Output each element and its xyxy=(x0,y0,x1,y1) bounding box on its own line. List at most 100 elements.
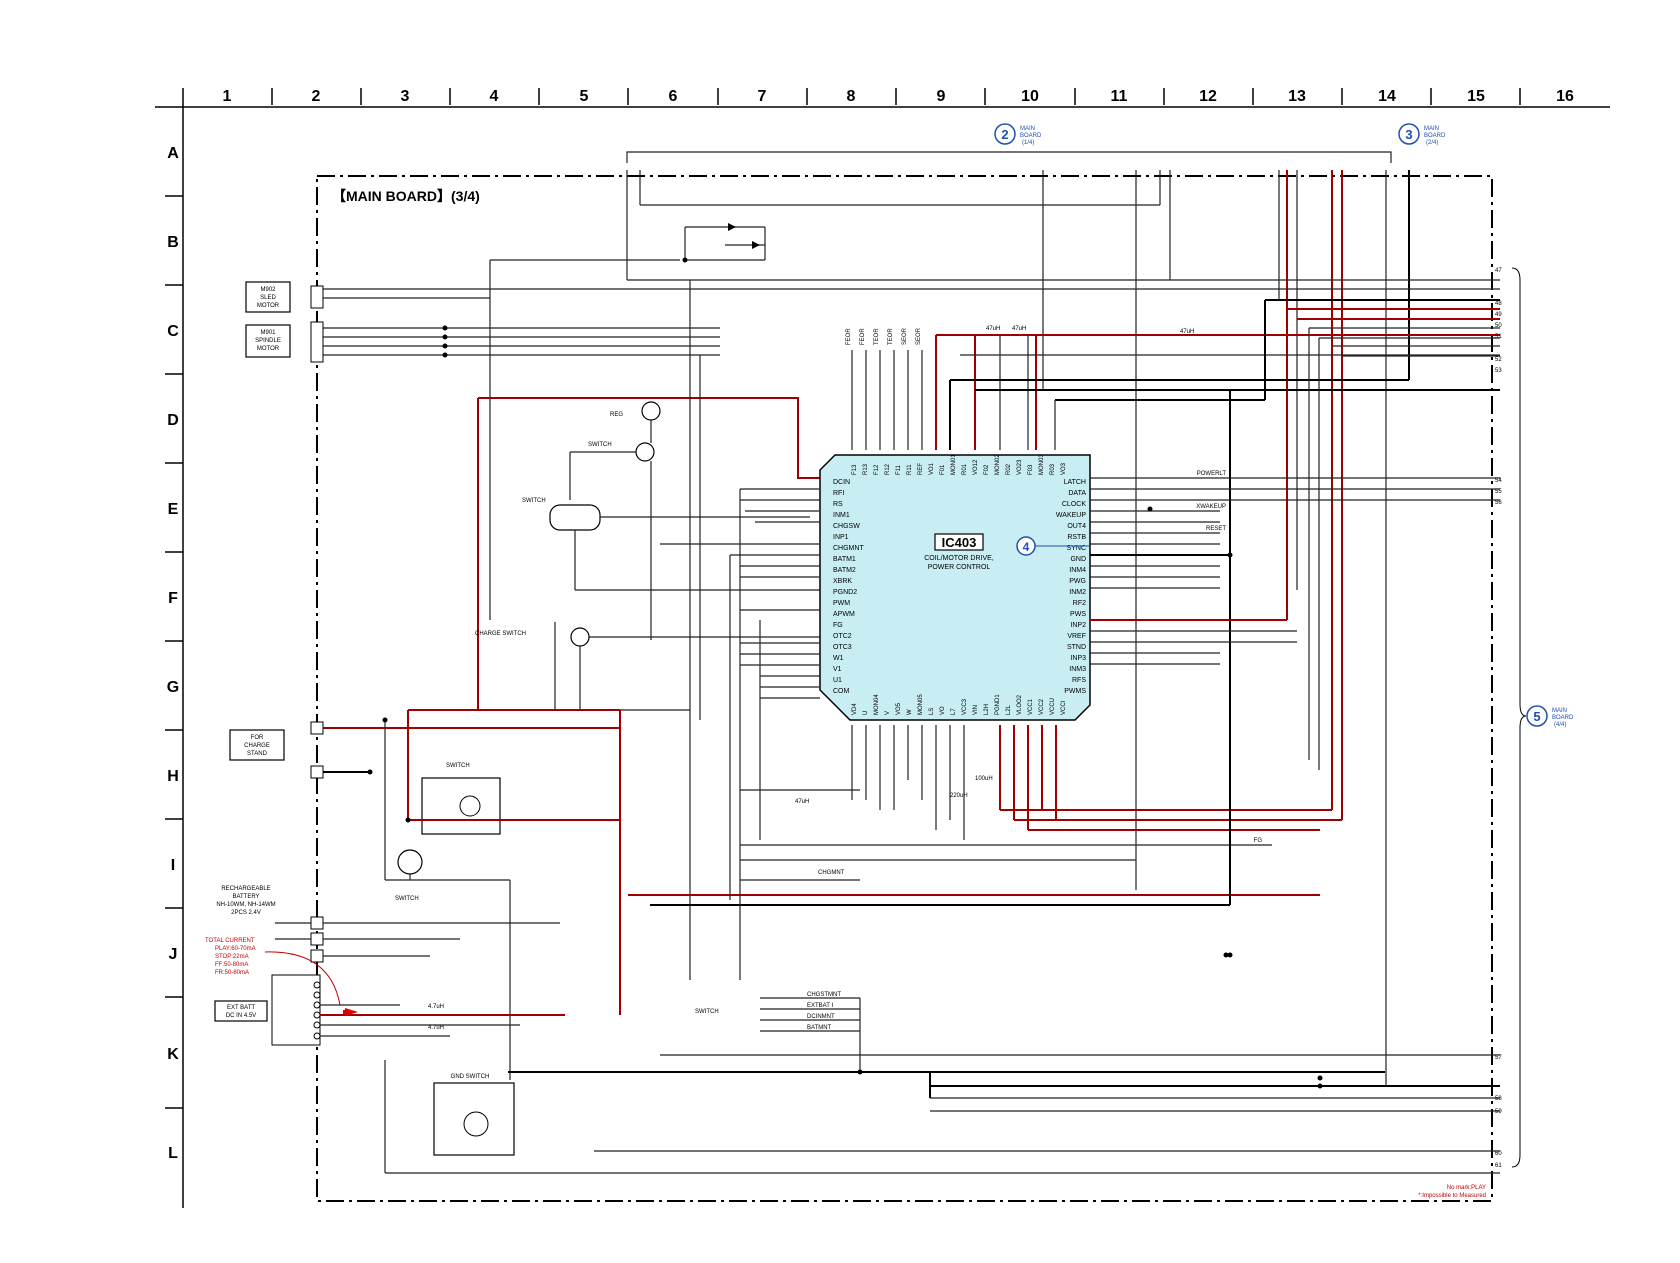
grid-row-g: G xyxy=(167,679,179,696)
grid-row-i: I xyxy=(171,857,175,874)
grid-col-12: 12 xyxy=(1199,88,1217,105)
svg-text:BATTERY: BATTERY xyxy=(232,894,259,900)
charge-switch-label: CHARGE SWITCH xyxy=(475,631,526,637)
svg-text:51: 51 xyxy=(1495,334,1502,340)
ic403-name: IC403 xyxy=(942,535,977,550)
svg-text:INP2: INP2 xyxy=(1070,622,1086,629)
svg-text:W1: W1 xyxy=(833,655,844,662)
ic-top-wires xyxy=(851,299,1500,770)
svg-text:DC IN 4.5V: DC IN 4.5V xyxy=(226,1013,256,1019)
grid-row-k: K xyxy=(167,1046,179,1063)
svg-text:PWMS: PWMS xyxy=(1064,688,1086,695)
svg-text:R02: R02 xyxy=(1006,463,1012,475)
svg-text:LATCH: LATCH xyxy=(1064,479,1086,486)
svg-text:INM1: INM1 xyxy=(833,512,850,519)
svg-text:LS: LS xyxy=(929,708,935,715)
svg-text:(1/4): (1/4) xyxy=(1022,140,1034,146)
inductor-4-7uh-2: 4.7uH xyxy=(428,1025,444,1031)
svg-text:56: 56 xyxy=(1495,500,1502,506)
svg-text:VD4: VD4 xyxy=(852,703,858,715)
junction-dots xyxy=(367,257,1323,1089)
board-title: 【MAIN BOARD】(3/4) xyxy=(332,188,480,204)
svg-text:57: 57 xyxy=(1495,1055,1502,1061)
ic-left-leads xyxy=(660,488,820,980)
svg-text:PWM: PWM xyxy=(833,600,850,607)
svg-text:INM3: INM3 xyxy=(1069,666,1086,673)
svg-text:(2/4): (2/4) xyxy=(1426,140,1438,146)
grid-col-14: 14 xyxy=(1378,88,1396,105)
grid-frame xyxy=(155,88,1610,1208)
svg-text:VO12: VO12 xyxy=(973,459,979,475)
svg-text:SPINDLE: SPINDLE xyxy=(255,338,281,344)
svg-text:47: 47 xyxy=(1495,268,1502,274)
svg-text:SEOR: SEOR xyxy=(902,327,908,345)
svg-text:MAIN: MAIN xyxy=(1424,126,1439,132)
board-ref-2: 2 MAIN BOARD (1/4) xyxy=(994,123,1042,146)
switch-label-2: SWITCH xyxy=(522,498,546,504)
bottom-signal-labels: CHGSTMNT EXTBAT I DCINMNT BATMNT xyxy=(760,992,861,1072)
svg-text:PWG: PWG xyxy=(1069,578,1086,585)
svg-text:EXT BATT: EXT BATT xyxy=(227,1005,255,1011)
svg-text:MOTOR: MOTOR xyxy=(257,346,280,352)
ic403-right-pins: LATCH DATA CLOCK WAKEUP OUT4 RSTB SYNC G… xyxy=(1056,479,1086,695)
svg-text:VIN: VIN xyxy=(973,705,979,715)
svg-text:MON05: MON05 xyxy=(918,694,924,715)
svg-text:BOARD: BOARD xyxy=(1020,133,1042,139)
svg-text:EXTBAT I: EXTBAT I xyxy=(807,1003,833,1009)
svg-text:INP1: INP1 xyxy=(833,534,849,541)
svg-text:VCCI: VCCI xyxy=(1061,700,1067,715)
switch-mosfet-1 xyxy=(408,777,620,835)
fg-label: FG xyxy=(1254,838,1263,844)
top-bus-wires xyxy=(626,151,1500,1085)
svg-text:DCINMNT: DCINMNT xyxy=(807,1014,835,1020)
svg-text:L2L: L2L xyxy=(1006,704,1012,715)
svg-text:60: 60 xyxy=(1495,1151,1502,1157)
grid-col-4: 4 xyxy=(490,88,499,105)
svg-text:REF: REF xyxy=(918,463,924,475)
ic403: IC403 COIL/MOTOR DRIVE, POWER CONTROL xyxy=(819,454,1091,721)
board-ref-3: 3 MAIN BOARD (2/4) xyxy=(1398,123,1446,146)
svg-text:INM4: INM4 xyxy=(1069,567,1086,574)
inductor-47uh-1: 47uH xyxy=(986,326,1000,332)
svg-text:FF:50-80mA: FF:50-80mA xyxy=(215,962,248,968)
charge-stand-box: FOR CHARGE STAND xyxy=(229,709,621,1015)
svg-text:WAKEUP: WAKEUP xyxy=(1056,512,1086,519)
svg-text:TOTAL CURRENT: TOTAL CURRENT xyxy=(205,938,255,944)
note-nomark: No mark:PLAY xyxy=(1447,1185,1486,1191)
reg-label: REG xyxy=(610,412,623,418)
svg-text:48: 48 xyxy=(1495,301,1502,307)
bottom-bus xyxy=(384,1054,1500,1174)
svg-text:U1: U1 xyxy=(833,677,842,684)
svg-text:OTC3: OTC3 xyxy=(833,644,852,651)
board-ref-4: 4 xyxy=(1016,536,1090,556)
svg-text:COM: COM xyxy=(833,688,850,695)
svg-text:V: V xyxy=(885,711,891,715)
reset-label: RESET xyxy=(1206,526,1226,532)
svg-text:52: 52 xyxy=(1495,357,1502,363)
ext-batt-jack: EXT BATT DC IN 4.5V xyxy=(214,974,565,1046)
svg-text:F12: F12 xyxy=(874,464,880,475)
svg-text:APWM: APWM xyxy=(833,611,855,618)
svg-text:VCC2: VCC2 xyxy=(1039,698,1045,715)
svg-text:STND: STND xyxy=(1067,644,1086,651)
powerlt-label: POWERLT xyxy=(1197,471,1227,477)
svg-text:FR:50-80mA: FR:50-80mA xyxy=(215,970,249,976)
grid-col-11: 11 xyxy=(1111,88,1128,105)
grid-row-labels: A B C D E F G H I J K L xyxy=(167,145,179,1162)
gnd-switch: GND SWITCH xyxy=(433,1074,515,1156)
ref5-bracket xyxy=(1511,267,1527,1168)
top-signal-labels: FEOR FEOR TEOR TEOR SEOR SEOR xyxy=(846,327,922,345)
battery-label: RECHARGEABLE BATTERY NH-10WM, NH-14WM 2P… xyxy=(216,886,275,916)
svg-text:R01: R01 xyxy=(962,463,968,475)
grid-row-l: L xyxy=(168,1145,178,1162)
svg-text:VCCU: VCCU xyxy=(1050,698,1056,715)
svg-text:VLOO2: VLOO2 xyxy=(1017,694,1023,715)
inductor-47uh-4: 47uH xyxy=(795,799,809,805)
svg-text:PWS: PWS xyxy=(1070,611,1086,618)
svg-text:XBRK: XBRK xyxy=(833,578,852,585)
svg-text:(4/4): (4/4) xyxy=(1554,722,1566,728)
board-ref-5: 5 MAIN BOARD (4/4) xyxy=(1526,705,1574,728)
svg-text:VO3: VO3 xyxy=(1061,462,1067,475)
svg-text:4: 4 xyxy=(1023,540,1030,554)
